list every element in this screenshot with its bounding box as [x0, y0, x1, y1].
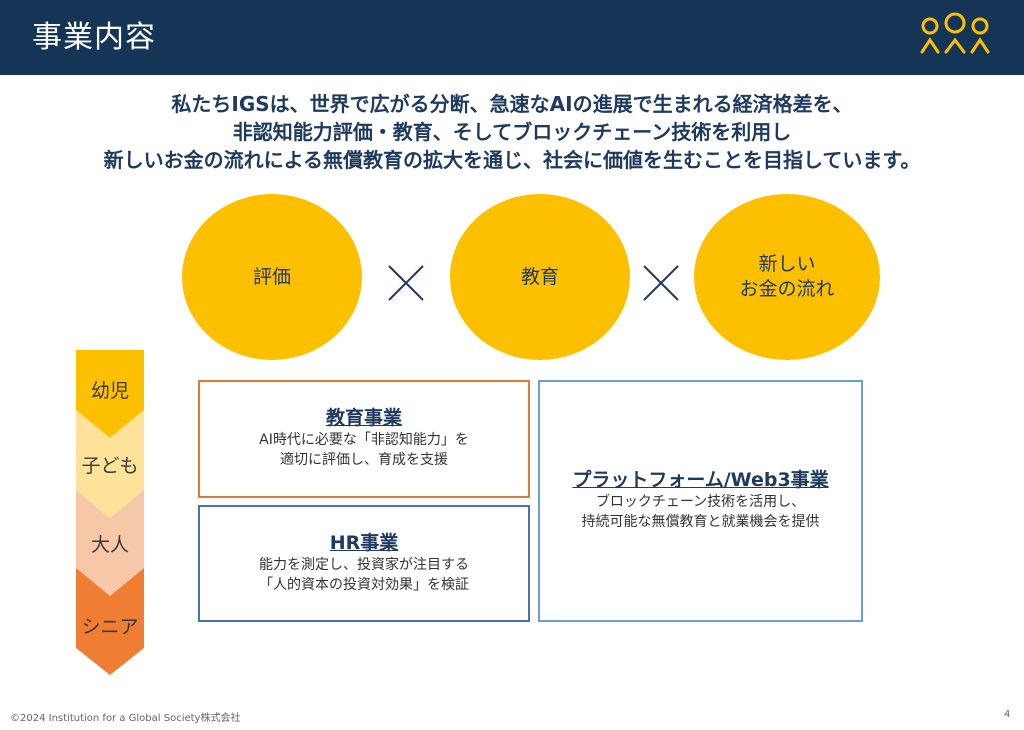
header-bar: 事業内容: [0, 0, 1024, 75]
hr-business-title: HR事業: [329, 532, 399, 554]
mission-line-1: 私たちIGSは、世界で広がる分断、急速なAIの進展で生まれる経済格差を、: [171, 92, 853, 116]
stage-chevron-infant: [76, 350, 144, 438]
education-business-line-2: 適切に評価し、育成を支援: [280, 452, 448, 468]
platform-business-title: プラットフォーム/Web3事業: [572, 469, 829, 491]
pillar-label: 評価: [252, 265, 291, 288]
hr-business-line-1: 能力を測定し、投資家が注目する: [259, 557, 469, 573]
pillar-evaluation: 評価: [182, 194, 362, 360]
life-stages: 幼児 子ども 大人 シニア: [76, 350, 144, 675]
hr-business-box: HR事業 能力を測定し、投資家が注目する 「人的資本の投資対効果」を検証: [198, 505, 530, 622]
people-icon: [920, 12, 990, 54]
mission-statement: 私たちIGSは、世界で広がる分断、急速なAIの進展で生まれる経済格差を、 非認知…: [0, 90, 1024, 174]
platform-business-line-2: 持続可能な無償教育と就業機会を提供: [581, 514, 820, 530]
pillar-label: 新しい お金の流れ: [739, 253, 835, 300]
mission-line-2: 非認知能力評価・教育、そしてブロックチェーン技術を利用し: [232, 120, 792, 144]
stage-chevron-child: [76, 410, 144, 518]
copyright-text: ©2024 Institution for a Global Society株式…: [10, 713, 241, 724]
stage-label-adult: 大人: [90, 534, 129, 556]
times-icon: [643, 265, 679, 301]
stage-chevron-adult: [76, 490, 144, 596]
platform-business-box: プラットフォーム/Web3事業 ブロックチェーン技術を活用し、 持続可能な無償教…: [538, 380, 863, 622]
stage-label-infant: 幼児: [90, 380, 129, 402]
page-title: 事業内容: [32, 20, 156, 55]
pillar-label: 教育: [520, 265, 559, 288]
stages-chevrons: [76, 350, 144, 675]
times-icon: [388, 265, 424, 301]
hr-business-line-2: 「人的資本の投資対効果」を検証: [259, 577, 469, 593]
stage-label-senior: シニア: [81, 616, 139, 638]
education-business-line-1: AI時代に必要な「非認知能力」を: [259, 432, 469, 448]
pillar-education: 教育: [450, 194, 630, 360]
pillar-new-money-flow: 新しい お金の流れ: [694, 194, 880, 360]
platform-business-line-1: ブロックチェーン技術を活用し、: [595, 494, 806, 510]
stage-label-child: 子ども: [81, 455, 139, 477]
education-business-box: 教育事業 AI時代に必要な「非認知能力」を 適切に評価し、育成を支援: [198, 380, 530, 498]
stage-chevron-senior: [76, 568, 144, 675]
mission-line-3: 新しいお金の流れによる無償教育の拡大を通じ、社会に価値を生むことを目指しています…: [103, 148, 921, 172]
page-number: 4: [1004, 709, 1011, 720]
education-business-title: 教育事業: [325, 407, 402, 429]
